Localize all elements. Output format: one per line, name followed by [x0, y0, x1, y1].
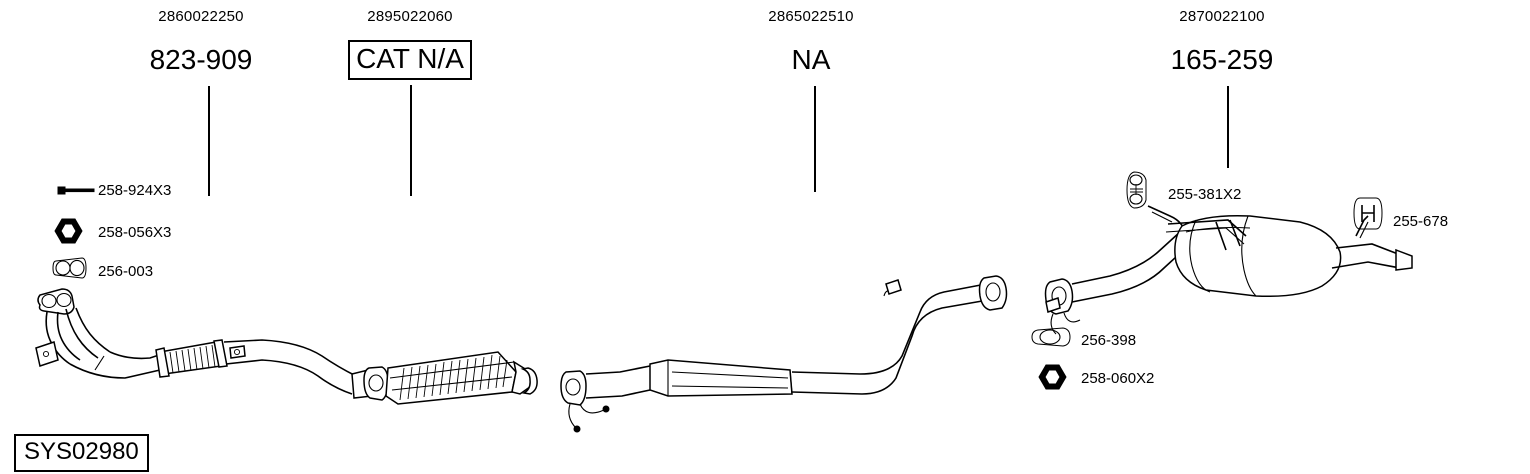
leader-line-2 [410, 85, 412, 196]
hardware-label-258-924X3: 258-924X3 [98, 182, 172, 199]
leader-line-3 [814, 86, 816, 192]
hardware-label-255-381X2: 255-381X2 [1168, 186, 1242, 203]
part-number-1: 2860022250 [158, 8, 244, 25]
gasket-oval-icon [1030, 326, 1072, 348]
part-title-4: 165-259 [1170, 44, 1274, 75]
nut-icon-left [54, 218, 84, 244]
part-title-3: NA [791, 44, 831, 75]
catalytic-converter-assembly [363, 351, 538, 405]
gasket-twin-icon [52, 255, 88, 281]
leader-line-4 [1227, 86, 1229, 168]
hanger-icon [1124, 170, 1154, 210]
front-pipe-assembly [35, 288, 373, 399]
centre-pipe-assembly [560, 275, 1008, 433]
hardware-label-255-678: 255-678 [1393, 213, 1449, 230]
part-title-wrap-3: NA [711, 44, 911, 76]
rear-muffler-assembly [1044, 205, 1413, 335]
leader-line-1 [208, 86, 210, 196]
part-number-2: 2895022060 [367, 8, 453, 25]
hanger-h-icon [1352, 196, 1384, 232]
bolt-icon [57, 182, 96, 198]
part-title-2: CAT N/A [348, 40, 472, 80]
nut-icon-right [1038, 364, 1068, 390]
part-number-4: 2870022100 [1179, 8, 1265, 25]
system-code: SYS02980 [14, 434, 149, 472]
hardware-label-256-398: 256-398 [1081, 332, 1137, 349]
hardware-label-256-003: 256-003 [98, 263, 154, 280]
part-title-1: 823-909 [149, 44, 253, 75]
part-title-wrap-2: CAT N/A [310, 40, 510, 80]
hardware-label-258-056X3: 258-056X3 [98, 224, 172, 241]
system-code-box: SYS02980 [14, 434, 149, 472]
part-title-wrap-1: 823-909 [101, 44, 301, 76]
part-title-wrap-4: 165-259 [1122, 44, 1322, 76]
part-number-3: 2865022510 [768, 8, 854, 25]
hardware-label-258-060X2: 258-060X2 [1081, 370, 1155, 387]
